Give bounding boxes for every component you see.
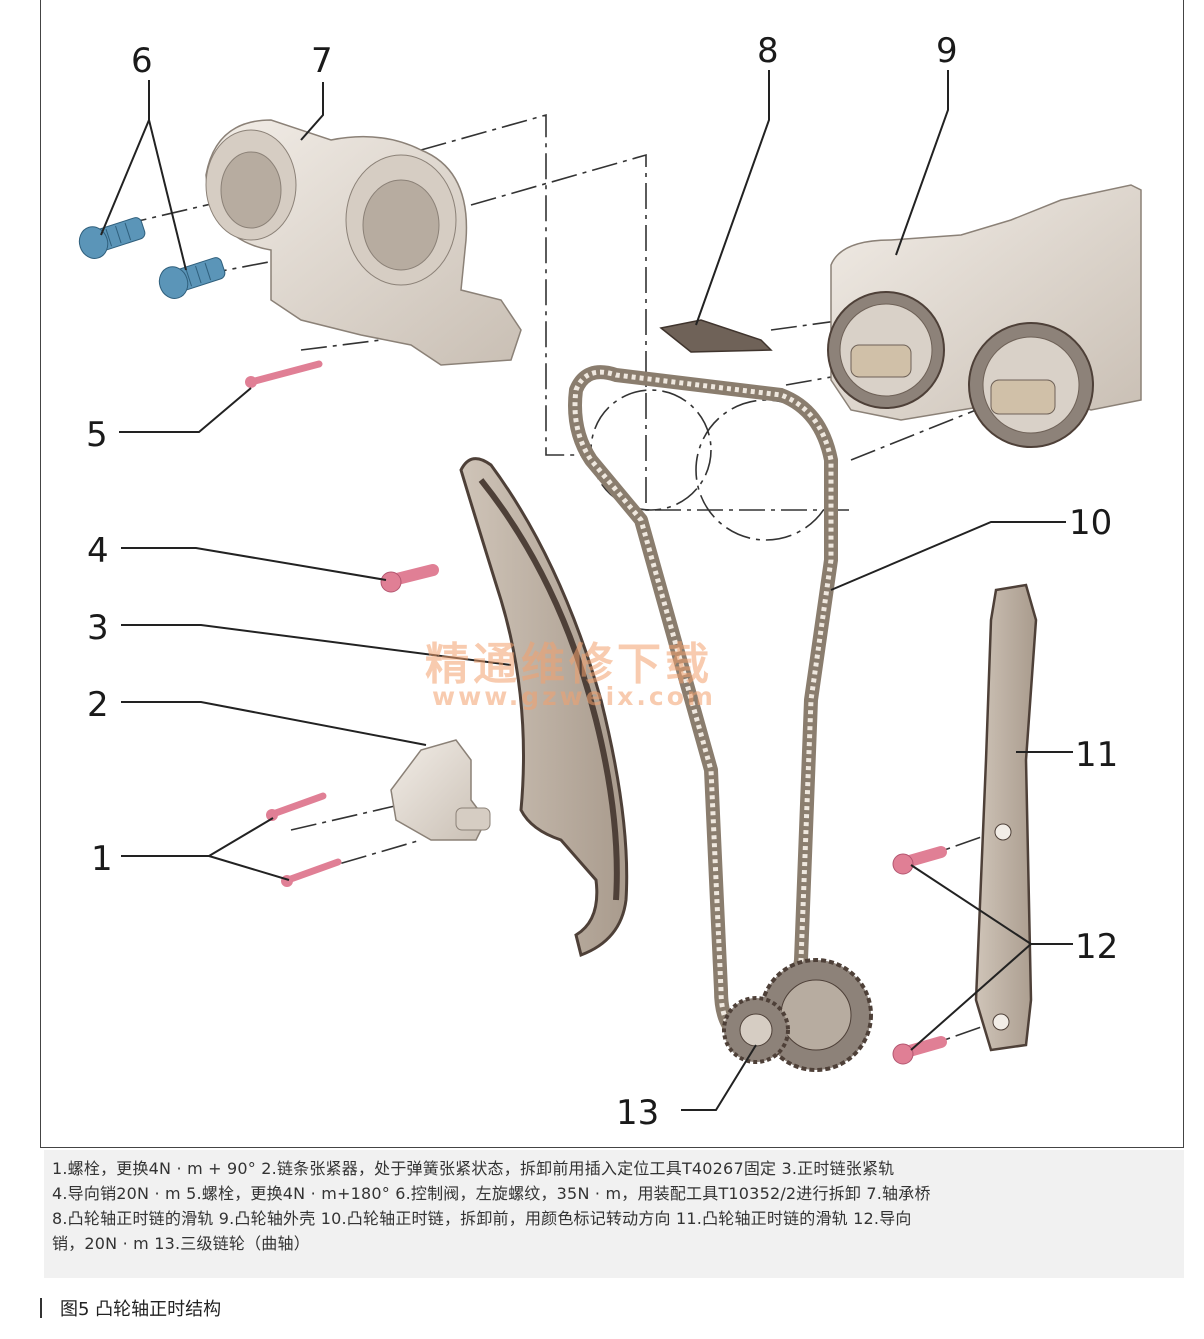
label-part-2: 2: [87, 685, 109, 725]
caption-line: 销，20N · m 13.三级链轮（曲轴）: [52, 1234, 310, 1253]
figure-label-text: 图5 凸轮轴正时结构: [60, 1299, 222, 1320]
label-part-5: 5: [86, 415, 108, 455]
caption-line: 4.导向销20N · m 5.螺栓，更换4N · m+180° 6.控制阀，左旋…: [52, 1184, 931, 1203]
control-valve-bolts: [78, 217, 226, 299]
guide-pin-part4: [380, 564, 439, 593]
caption-line: 8.凸轮轴正时链的滑轨 9.凸轮轴外壳 10.凸轮轴正时链，拆卸前，用颜色标记转…: [52, 1209, 912, 1228]
crank-sprocket: [722, 958, 873, 1072]
part-number-labels: 6 7 8 9 5 10 4 3 2 11 1 12 13: [86, 31, 1118, 1133]
diagram-frame: 6 7 8 9 5 10 4 3 2 11 1 12 13: [40, 0, 1184, 1148]
label-part-7: 7: [311, 41, 333, 81]
label-part-13: 13: [616, 1093, 659, 1133]
label-part-6: 6: [131, 41, 153, 81]
figure-label: 图5 凸轮轴正时结构: [40, 1293, 221, 1323]
figure-label-bar: [40, 1298, 42, 1318]
watermark-url: www.gzweix.com: [432, 682, 716, 711]
watermark-title: 精通维修下载: [425, 639, 713, 690]
label-part-4: 4: [87, 531, 109, 571]
label-part-8: 8: [757, 31, 779, 71]
bolts-part1: [266, 792, 342, 887]
bearing-bridge: [205, 119, 522, 366]
label-part-12: 12: [1075, 927, 1118, 967]
tensioner-rail: [459, 457, 629, 957]
leader-lines: [100, 70, 1073, 1111]
caption-line: 1.螺栓，更换4N · m + 90° 2.链条张紧器，处于弹簧张紧状态，拆卸前…: [52, 1159, 895, 1178]
camshaft-housing: [827, 184, 1142, 448]
guide-pins-part12: [892, 846, 947, 1065]
label-part-9: 9: [936, 31, 958, 71]
chain-guide-rail-part8: [659, 319, 773, 353]
timing-diagram: 6 7 8 9 5 10 4 3 2 11 1 12 13: [78, 31, 1142, 1133]
chain-guide-rail-part11: [974, 583, 1038, 1052]
label-part-1: 1: [91, 839, 113, 879]
label-part-11: 11: [1075, 735, 1118, 775]
chain-tensioner: [390, 739, 491, 841]
label-part-10: 10: [1069, 503, 1112, 543]
label-part-3: 3: [87, 608, 109, 648]
caption-box: 1.螺栓，更换4N · m + 90° 2.链条张紧器，处于弹簧张紧状态，拆卸前…: [44, 1150, 1184, 1278]
bolt-part5: [245, 360, 323, 388]
